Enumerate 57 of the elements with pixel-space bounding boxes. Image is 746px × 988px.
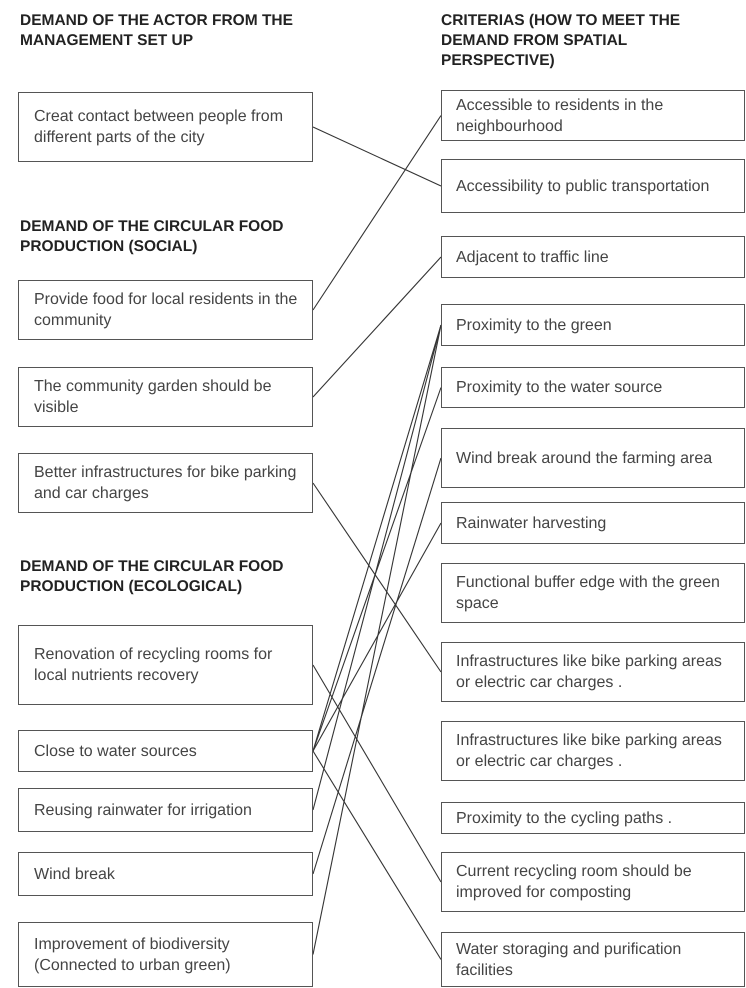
text-box — [441, 563, 745, 623]
text-box — [441, 502, 745, 544]
text-box — [441, 802, 745, 834]
box-text: The community garden should be visible — [33, 377, 272, 418]
connector-line — [312, 482, 442, 672]
box-text: Accessibility to public transportation — [455, 176, 710, 196]
box-text: Renovation of recycling rooms for local nutrients recovery — [33, 645, 274, 686]
text-box — [18, 92, 313, 162]
text-box — [441, 367, 745, 408]
text-box — [18, 730, 313, 772]
text-box — [18, 367, 313, 427]
connector-line — [312, 458, 442, 874]
text-box — [18, 625, 313, 705]
connector-line — [312, 256, 442, 398]
connector-line — [312, 522, 442, 752]
column-heading: DEMAND OF THE CIRCULAR FOOD PRODUCTION (ECOLOGICAL) — [20, 557, 284, 597]
box-text: Proximity to the green — [455, 316, 613, 336]
box-text: Proximity to the cycling paths . — [455, 808, 674, 828]
box-text: Infrastructures like bike parking areas or electric car charges . — [455, 731, 723, 772]
box-text: Wind break around the farming area — [455, 448, 714, 468]
text-box — [441, 932, 745, 987]
connector-line — [312, 750, 442, 960]
box-text: Infrastructures like bike parking areas or electric car charges . — [455, 652, 723, 693]
box-text: Wind break — [33, 864, 116, 884]
box-text: Functional buffer edge with the green space — [455, 573, 721, 614]
connector-line — [312, 126, 442, 186]
connector-line — [312, 324, 442, 955]
connector-line — [312, 115, 442, 310]
box-text: Water storaging and purification facilities — [455, 940, 682, 980]
box-text: Adjacent to traffic line — [455, 248, 610, 268]
connector-line — [312, 664, 442, 882]
text-box — [18, 788, 313, 832]
text-box — [18, 922, 313, 987]
text-box — [441, 159, 745, 213]
box-text: Accessible to residents in the neighbourhood — [455, 96, 664, 136]
text-box — [18, 852, 313, 896]
text-box — [441, 721, 745, 781]
text-box — [441, 304, 745, 346]
box-text: Rainwater harvesting — [455, 514, 608, 534]
text-box — [441, 90, 745, 141]
box-text: Reusing rainwater for irrigation — [33, 800, 253, 820]
column-heading: CRITERIAS (HOW TO MEET THE DEMAND FROM SPATIAL PERSPECTIVE) — [441, 11, 682, 71]
box-text: Creat contact between people from different parts of the city — [33, 107, 284, 148]
text-box — [18, 453, 313, 513]
box-text: Provide food for local residents in the community — [33, 290, 298, 331]
box-text: Current recycling room should be improved for composting — [455, 862, 693, 903]
text-box — [441, 236, 745, 278]
text-box — [441, 852, 745, 912]
column-heading: DEMAND OF THE CIRCULAR FOOD PRODUCTION (SOCIAL) — [20, 217, 284, 257]
box-text: Better infrastructures for bike parking and car charges — [33, 463, 298, 504]
column-heading: DEMAND OF THE ACTOR FROM THE MANAGEMENT SET UP — [20, 11, 294, 51]
text-box — [441, 428, 745, 488]
text-box — [441, 642, 745, 702]
box-text: Close to water sources — [33, 742, 198, 762]
text-box — [18, 280, 313, 340]
box-text: Improvement of biodiversity (Connected to urban green) — [33, 934, 232, 976]
box-text: Proximity to the water source — [455, 378, 664, 398]
